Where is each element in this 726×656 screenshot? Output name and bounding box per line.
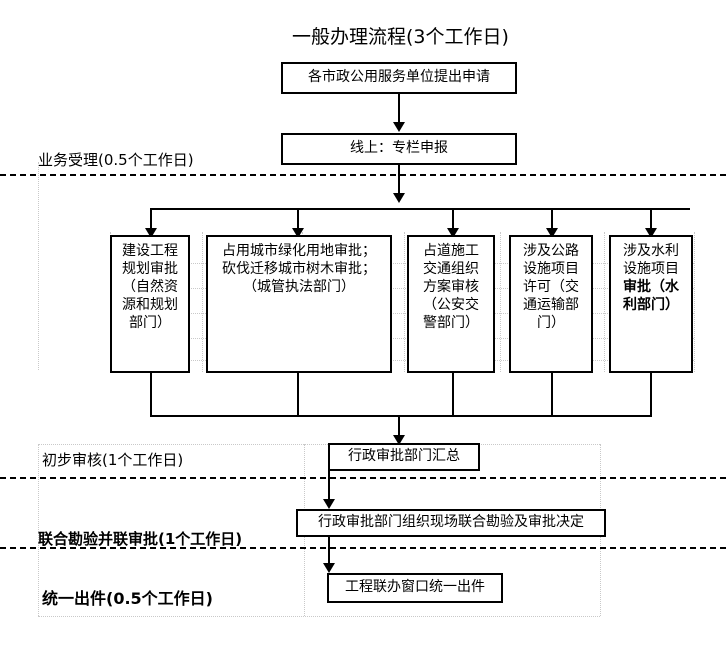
branch-line: 涉及公路 <box>523 243 579 259</box>
fanout-drop-1 <box>150 208 152 230</box>
node-apply: 各市政公用服务单位提出申请 <box>281 62 517 94</box>
arrowhead-bus-summary <box>393 435 405 445</box>
phase-separator-1 <box>0 174 726 176</box>
node-summary-label: 行政审批部门汇总 <box>348 448 460 465</box>
branch-line: 部门） <box>129 314 171 331</box>
grid-guide <box>110 288 694 289</box>
node-branch-water-facility-approval: 涉及水利 设施项目 审批（水 利部门） <box>609 235 693 373</box>
arrowhead-survey-issue <box>323 563 335 573</box>
branch-line: 门） <box>537 314 565 331</box>
branch-line: 通运输部 <box>523 296 579 313</box>
branch-line: 设施项目 <box>623 260 679 277</box>
grid-guide <box>38 444 600 445</box>
connector-bus-summary <box>398 415 400 437</box>
grid-guide <box>694 232 695 372</box>
branch-line: 警部门） <box>423 314 479 331</box>
grid-guide <box>110 338 694 339</box>
node-branch-highway-facility-permit: 涉及公路 设施项目 许可（交 通运输部 门） <box>509 235 593 373</box>
grid-guide <box>110 360 694 361</box>
fanout-drop-5 <box>650 208 652 230</box>
branch-line: 规划审批 <box>122 260 178 277</box>
grid-guide <box>38 444 39 616</box>
grid-guide <box>38 162 39 370</box>
branch-line: （城管执法部门） <box>243 278 355 295</box>
fanin-bus <box>150 415 652 417</box>
fanout-drop-4 <box>551 208 553 230</box>
node-joint-survey-label: 行政审批部门组织现场联合勘验及审批决定 <box>318 514 584 531</box>
branch-line: 源和规划 <box>122 296 178 313</box>
fanout-bus <box>150 208 690 210</box>
grid-guide <box>110 313 694 314</box>
fanout-drop-3 <box>452 208 454 230</box>
arrowhead-branch-5 <box>645 228 657 238</box>
branch-line: （自然资 <box>122 278 178 295</box>
arrowhead-branch-1 <box>145 228 157 238</box>
branch-line: 设施项目 <box>523 260 579 277</box>
branch-line: 涉及水利 <box>623 243 679 259</box>
node-online: 线上：专栏申报 <box>281 133 517 165</box>
branch-line: （公安交 <box>423 296 479 313</box>
arrowhead-branch-3 <box>447 228 459 238</box>
phase-separator-2 <box>0 477 726 479</box>
phase-label-preliminary-review: 初步审核(1个工作日) <box>42 451 184 469</box>
node-summary: 行政审批部门汇总 <box>328 443 480 471</box>
page-title: 一般办理流程(3个工作日) <box>292 26 509 48</box>
connector-summary-survey <box>328 471 330 501</box>
branch-line: 许可（交 <box>523 278 579 295</box>
fanin-riser-2 <box>297 373 299 415</box>
grid-guide <box>202 232 203 372</box>
grid-guide <box>38 616 600 617</box>
branch-line: 建设工程 <box>122 243 178 259</box>
connector-apply-online <box>398 94 400 124</box>
arrowhead-branch-4 <box>546 228 558 238</box>
node-apply-label: 各市政公用服务单位提出申请 <box>308 69 490 86</box>
fanin-riser-4 <box>551 373 553 415</box>
phase-label-unified-issuance: 统一出件(0.5个工作日) <box>42 589 213 608</box>
branch-line: 方案审核 <box>423 278 479 295</box>
fanin-riser-5 <box>650 373 652 415</box>
node-online-label: 线上：专栏申报 <box>350 140 448 157</box>
branch-line: 利部门） <box>623 296 679 313</box>
grid-guide <box>110 263 694 264</box>
connector-online-bus <box>398 165 400 196</box>
phase-label-joint-survey: 联合勘验并联审批(1个工作日) <box>38 530 243 548</box>
branch-line: 占用城市绿化用地审批； <box>222 243 376 259</box>
node-branch-planning-approval: 建设工程 规划审批 （自然资 源和规划 部门） <box>110 235 190 373</box>
node-branch-road-traffic-plan-review: 占道施工 交通组织 方案审核 （公安交 警部门） <box>407 235 495 373</box>
arrowhead-branch-2 <box>292 228 304 238</box>
branch-line: 砍伐迁移城市树木审批； <box>222 260 376 277</box>
arrowhead-summary-survey <box>323 499 335 509</box>
node-branch-greenland-tree-approval: 占用城市绿化用地审批； 砍伐迁移城市树木审批； （城管执法部门） <box>206 235 392 373</box>
grid-guide <box>604 232 605 372</box>
fanout-drop-2 <box>297 208 299 230</box>
node-issue-label: 工程联办窗口统一出件 <box>345 579 485 596</box>
fanin-riser-1 <box>150 373 152 415</box>
fanin-riser-3 <box>452 373 454 415</box>
node-issue: 工程联办窗口统一出件 <box>327 573 503 603</box>
node-joint-survey: 行政审批部门组织现场联合勘验及审批决定 <box>296 509 606 537</box>
branch-line: 交通组织 <box>423 260 479 277</box>
phase-separator-3 <box>0 547 726 549</box>
arrowhead-apply-online <box>393 122 405 132</box>
branch-line: 占道施工 <box>423 243 479 259</box>
grid-guide <box>500 232 501 372</box>
arrowhead-online-bus <box>393 193 405 203</box>
phase-label-acceptance: 业务受理(0.5个工作日) <box>38 151 194 169</box>
connector-survey-issue <box>328 537 330 565</box>
branch-line: 审批（水 <box>623 278 679 295</box>
grid-guide <box>404 232 405 372</box>
